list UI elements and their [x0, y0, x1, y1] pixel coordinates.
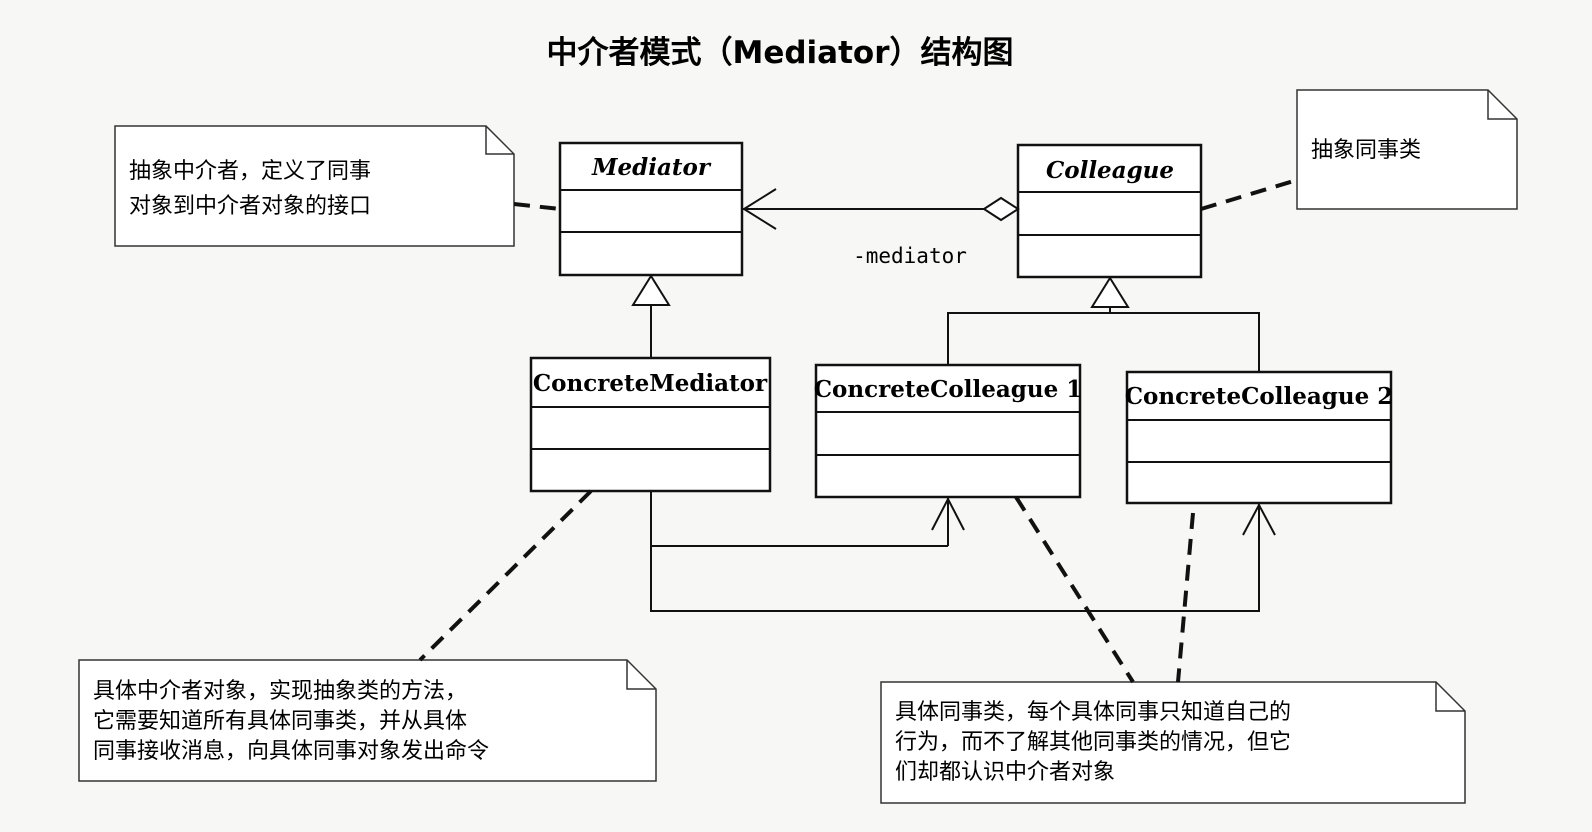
class-mediator: Mediator — [558, 141, 744, 277]
note-concrete-colleague-line-1: 具体同事类，每个具体同事只知道自己的 — [895, 700, 1291, 725]
note-mediator: 抽象中介者，定义了同事 对象到中介者对象的接口 — [114, 125, 515, 247]
note-connectors — [418, 178, 1298, 684]
note-concrete-colleague-line-2: 行为，而不了解其他同事类的情况，但它 — [895, 730, 1291, 755]
association-role-label: -mediator — [853, 244, 967, 268]
connector-mediator-note — [513, 202, 561, 211]
class-name-concrete-colleague-1: ConcreteColleague 1 — [814, 376, 1083, 403]
class-concrete-colleague-2: ConcreteColleague 2 — [1125, 370, 1394, 505]
connector-colleague-note — [1200, 178, 1298, 211]
association-concrete-mediator-colleagues — [650, 491, 1276, 612]
arrow-head-icon — [931, 496, 965, 531]
arrow-head-icon — [1242, 502, 1276, 536]
class-concrete-colleague-1: ConcreteColleague 1 — [814, 363, 1083, 499]
note-concrete-colleague-line-3: 们却都认识中介者对象 — [895, 760, 1115, 785]
connector-concrete-colleague-1-note — [1014, 495, 1135, 684]
class-colleague: Colleague — [1016, 143, 1203, 279]
note-concrete-colleague: 具体同事类，每个具体同事只知道自己的 行为，而不了解其他同事类的情况，但它 们却… — [880, 681, 1466, 804]
note-colleague-line-1: 抽象同事类 — [1311, 138, 1421, 163]
class-name-mediator: Mediator — [591, 154, 712, 181]
aggregation-diamond-icon — [982, 196, 1020, 222]
association-colleague-mediator: -mediator — [742, 188, 1020, 268]
note-concrete-mediator-line-1: 具体中介者对象，实现抽象类的方法， — [93, 679, 467, 704]
note-colleague: 抽象同事类 — [1296, 89, 1518, 210]
inheritance-triangle-icon — [631, 274, 671, 306]
connector-concrete-colleague-2-note — [1176, 512, 1195, 683]
inheritance-triangle-icon — [1090, 276, 1130, 308]
note-concrete-mediator: 具体中介者对象，实现抽象类的方法， 它需要知道所有具体同事类，并从具体 同事接收… — [78, 659, 657, 782]
connector-concrete-mediator-note — [418, 489, 593, 662]
note-concrete-mediator-line-2: 它需要知道所有具体同事类，并从具体 — [93, 709, 467, 734]
class-name-concrete-mediator: ConcreteMediator — [533, 370, 768, 397]
class-name-concrete-colleague-2: ConcreteColleague 2 — [1125, 383, 1394, 410]
class-name-colleague: Colleague — [1046, 157, 1174, 184]
generalization-concrete-mediator — [631, 274, 671, 358]
note-mediator-line-2: 对象到中介者对象的接口 — [129, 194, 371, 219]
diagram-title: 中介者模式（Mediator）结构图 — [546, 35, 1013, 71]
class-concrete-mediator: ConcreteMediator — [529, 356, 772, 493]
note-mediator-line-1: 抽象中介者，定义了同事 — [129, 159, 371, 184]
generalization-concrete-colleagues — [947, 276, 1260, 372]
note-concrete-mediator-line-3: 同事接收消息，向具体同事对象发出命令 — [93, 739, 489, 764]
